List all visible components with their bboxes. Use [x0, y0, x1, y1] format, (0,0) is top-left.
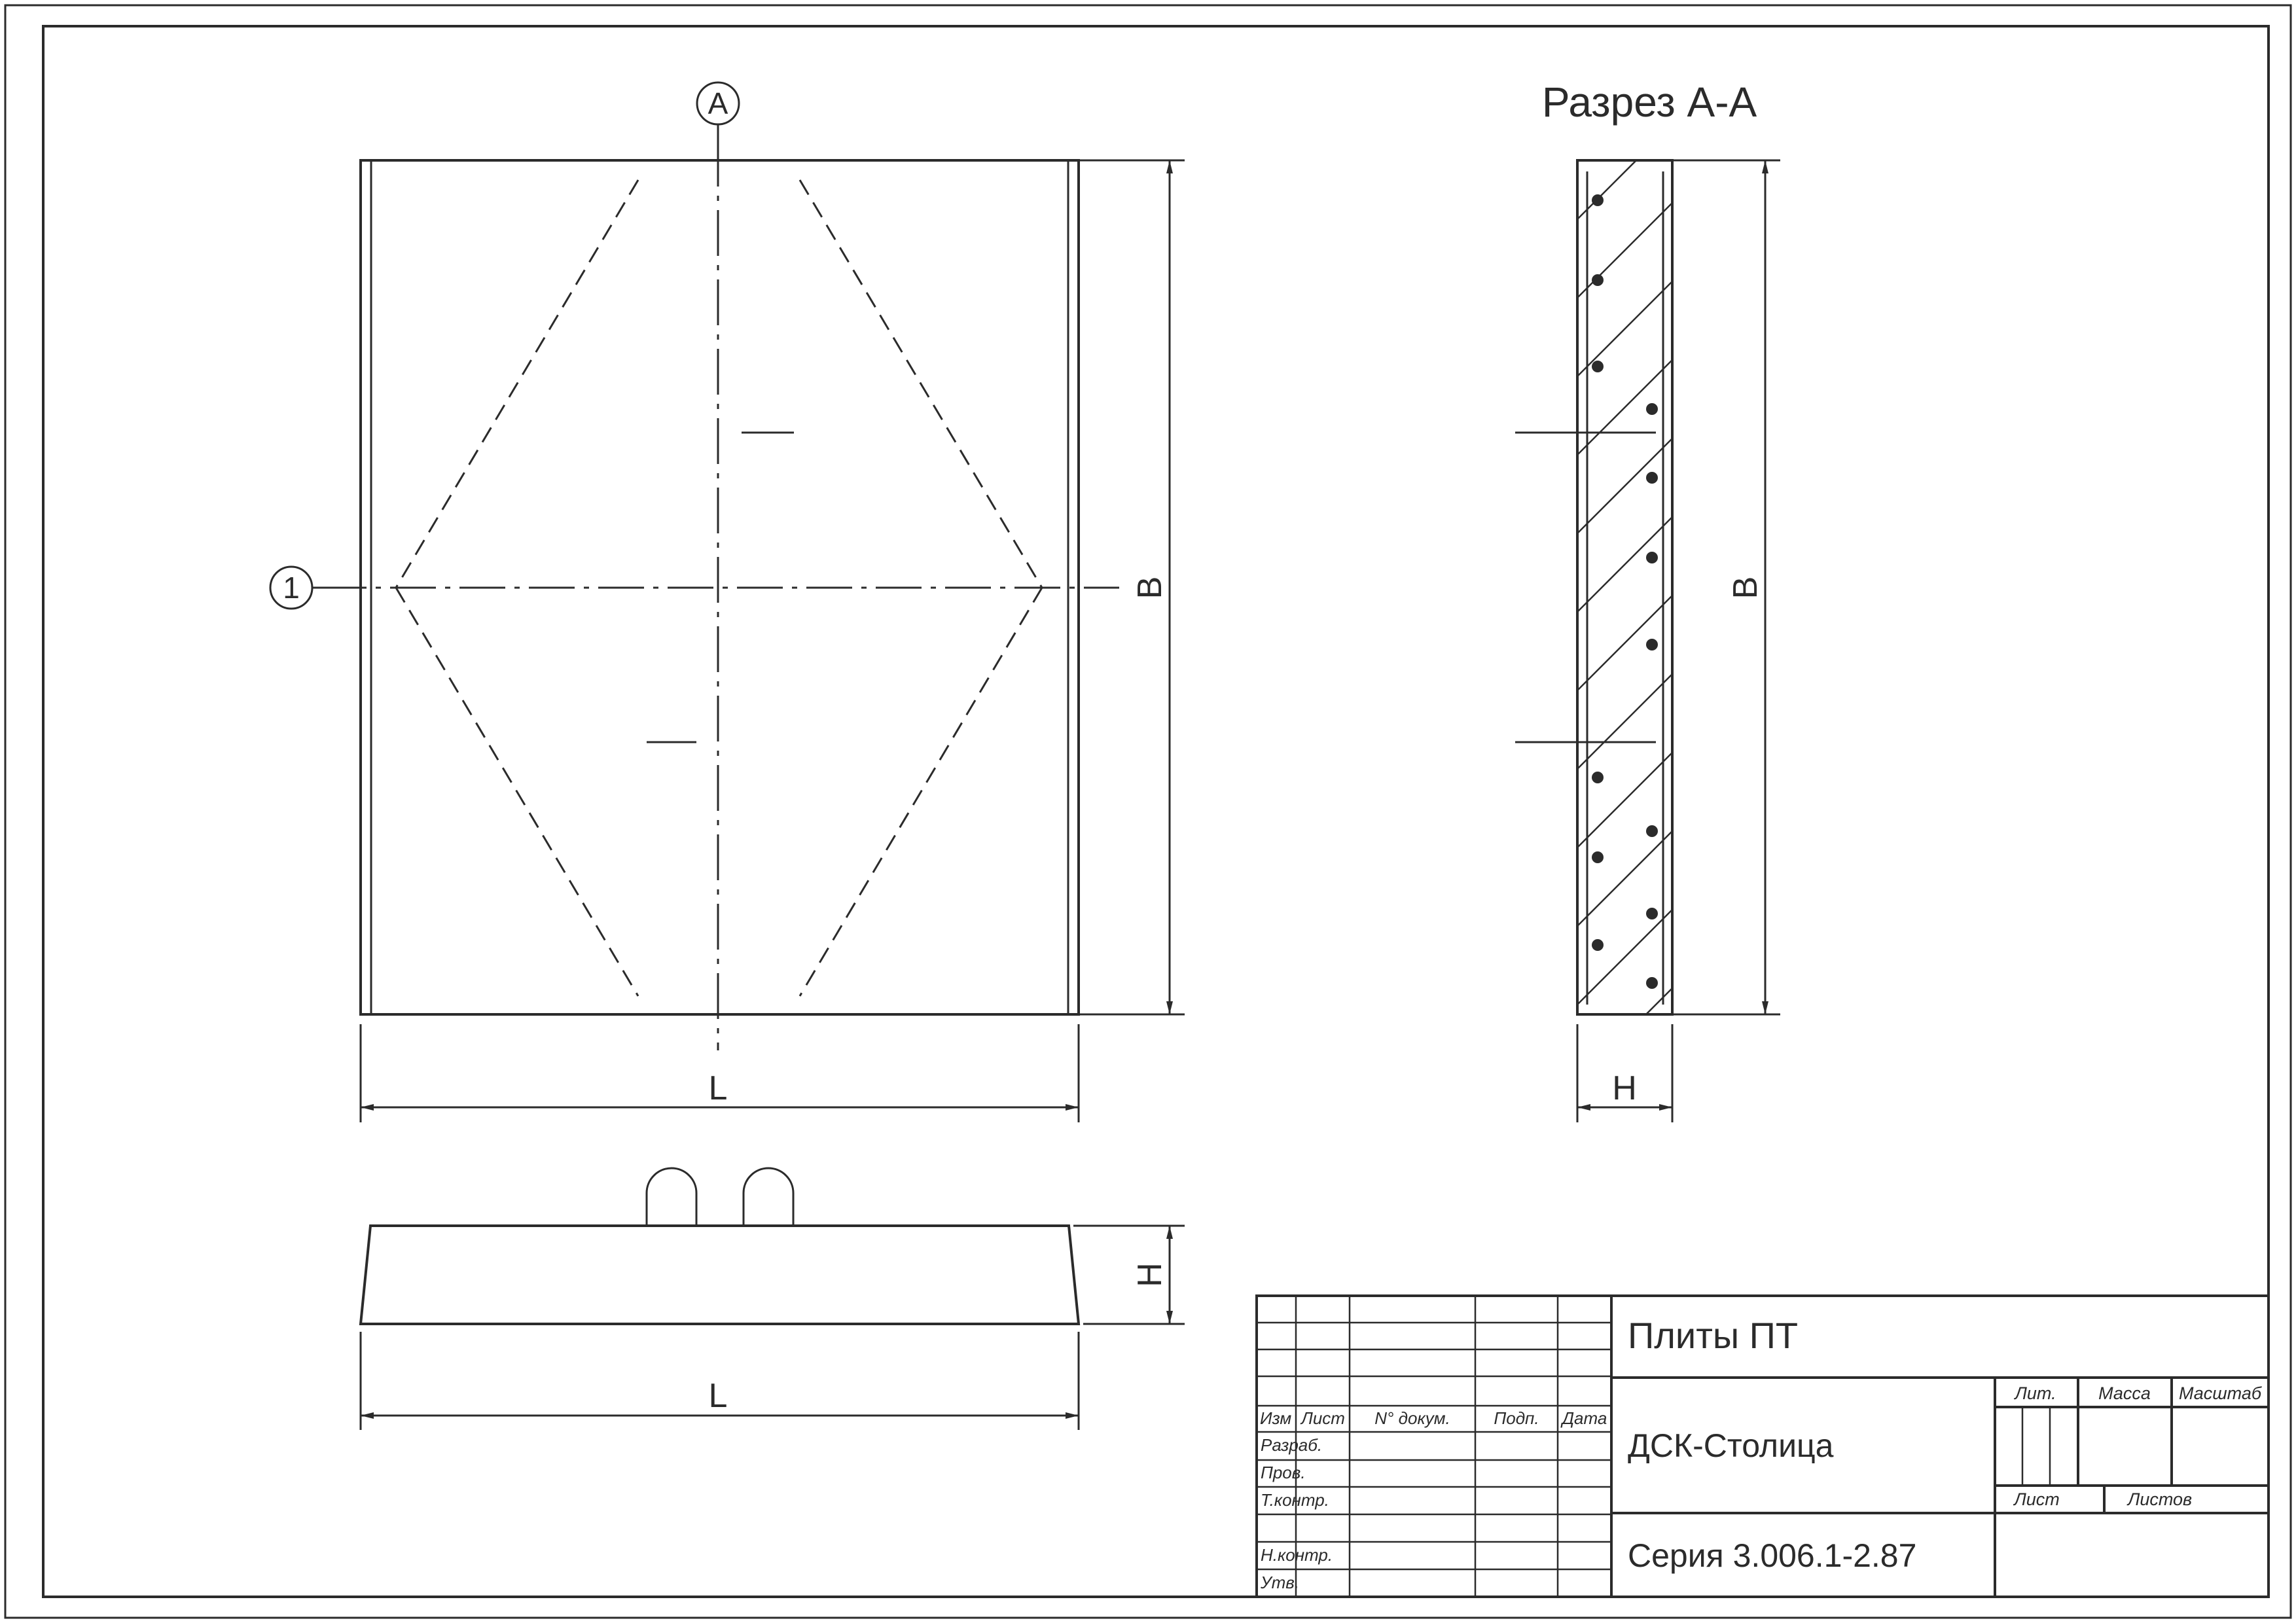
center-lines [321, 141, 1119, 1050]
section-view: Разрез А-А [1515, 79, 1780, 1122]
outer-border [4, 4, 2292, 1619]
tb-mass: Масса [2098, 1383, 2151, 1403]
dim-side-width-label: L [709, 1377, 728, 1415]
tb-role-norm-control: Н.контр. [1261, 1545, 1333, 1565]
section-title: Разрез А-А [1542, 79, 1757, 126]
axis-marker-1-label: 1 [283, 571, 300, 605]
tb-header-doc: N° докум. [1374, 1408, 1450, 1428]
dim-section-height [1674, 159, 1780, 1016]
side-outline [359, 1224, 1081, 1325]
tb-organization: ДСК-Столица [1628, 1427, 1834, 1464]
dim-side-height-label: Н [1131, 1262, 1169, 1287]
dim-section-thickness [1576, 1024, 1674, 1122]
dim-plan-height-label: В [1131, 577, 1169, 599]
tb-sheets: Листов [2126, 1489, 2192, 1509]
tb-lit: Лит. [2013, 1383, 2056, 1403]
tb-role-developer: Разраб. [1261, 1435, 1322, 1455]
tb-role-tech-control: Т.контр. [1261, 1490, 1329, 1510]
lifting-loop-right [742, 1167, 795, 1226]
tb-document-name: Плиты ПТ [1628, 1315, 1798, 1356]
tb-role-checker: Пров. [1261, 1463, 1306, 1482]
dim-section-thickness-label: Н [1612, 1069, 1637, 1107]
dim-section-height-label: В [1727, 577, 1765, 599]
side-view: Н L [359, 1167, 1185, 1430]
tb-header-sign: Подп. [1494, 1408, 1539, 1428]
tb-scale: Масштаб [2179, 1383, 2262, 1403]
lifting-loop-left [645, 1167, 698, 1226]
dim-plan-width [359, 1024, 1080, 1122]
rebars [1592, 194, 1658, 989]
plan-view: А 1 В L [269, 81, 1185, 1122]
tb-header-list: Лист [1300, 1408, 1345, 1428]
section-hatching [1577, 160, 1672, 1014]
dim-side-height [1073, 1224, 1185, 1325]
tb-header-date: Дата [1560, 1408, 1607, 1428]
inner-frame [42, 25, 2270, 1598]
tb-role-approved: Утв. [1260, 1573, 1299, 1592]
dim-side-width [359, 1332, 1080, 1430]
title-block: Изм Лист N° докум. Подп. Дата Разраб. Пр… [1255, 1294, 2270, 1598]
dim-plan-width-label: L [709, 1069, 728, 1107]
tb-series: Серия 3.006.1-2.87 [1628, 1537, 1916, 1574]
section-outline [1576, 159, 1674, 1016]
hidden-lines [395, 179, 1043, 997]
tb-header-izm: Изм [1260, 1408, 1291, 1428]
axis-marker-a-label: А [708, 86, 728, 120]
tb-sheet: Лист [2013, 1489, 2060, 1509]
dim-plan-height [1080, 159, 1185, 1016]
